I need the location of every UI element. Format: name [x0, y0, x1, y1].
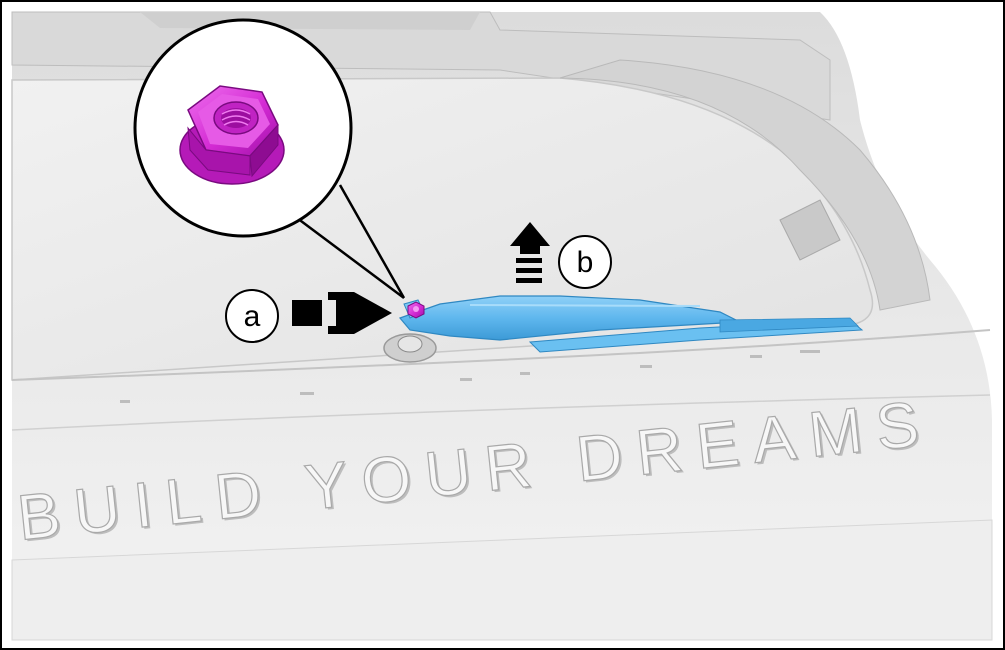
- callout-a: a: [225, 289, 279, 343]
- nut-detail-callout: [133, 18, 406, 300]
- hex-flange-nut-icon: [179, 85, 285, 185]
- callout-a-label: a: [244, 300, 261, 333]
- lift-arrow-icon: [510, 222, 550, 283]
- callout-b-label: b: [577, 246, 594, 279]
- push-arrow-icon: [292, 292, 392, 334]
- flange-nut-installed: [407, 301, 425, 319]
- callout-b: b: [558, 235, 612, 289]
